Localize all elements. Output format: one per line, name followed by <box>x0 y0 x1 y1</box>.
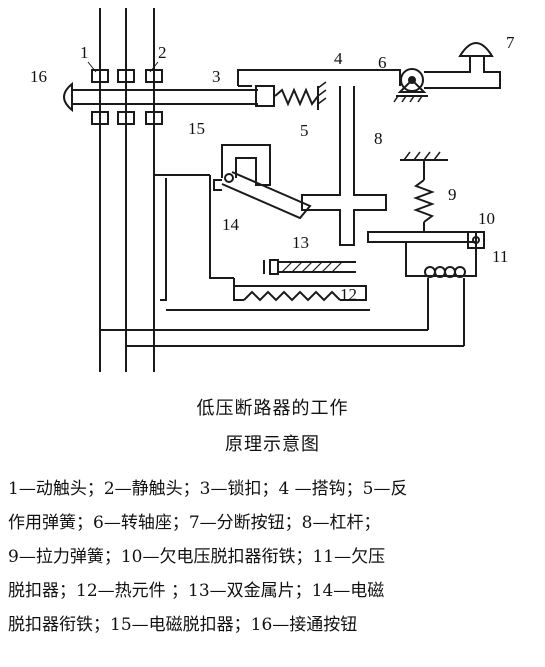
callout-labels: 1 2 3 4 5 6 7 8 9 10 11 12 13 14 15 16 <box>30 33 515 304</box>
lever <box>301 86 387 246</box>
bimetal-strip <box>269 259 279 275</box>
heater-element <box>243 290 341 302</box>
label-6: 6 <box>378 53 387 72</box>
heater-loop <box>233 278 244 301</box>
label-14: 14 <box>222 215 240 234</box>
undervoltage-armature <box>367 231 477 243</box>
label-3: 3 <box>212 67 221 86</box>
label-4: 4 <box>334 49 343 68</box>
label-2: 2 <box>158 43 167 62</box>
caption-line-1: 低压断路器的工作 <box>196 398 349 419</box>
undervoltage-release <box>405 232 477 277</box>
tension-spring <box>413 179 435 223</box>
legend-line: 1—动触头；2—静触头；3—锁扣；4 —搭钩；5—反 <box>8 479 408 499</box>
trip-button <box>458 42 494 57</box>
caption-line-2: 原理示意图 <box>225 434 320 455</box>
label-8: 8 <box>374 129 383 148</box>
label-5: 5 <box>300 121 309 140</box>
legend-line: 作用弹簧；6—转轴座；7—分断按钮；8—杠杆； <box>8 513 381 533</box>
close-button <box>63 81 73 113</box>
reaction-spring <box>274 87 319 107</box>
legend-line: 脱扣器；12—热元件 ；13—双金属片；14—电磁 <box>8 581 385 601</box>
legend-line: 脱扣器衔铁；15—电磁脱扣器；16—接通按钮 <box>8 615 358 635</box>
label-10: 10 <box>478 209 495 228</box>
label-9: 9 <box>448 185 457 204</box>
label-7: 7 <box>506 33 515 52</box>
static-contacts <box>99 69 163 125</box>
label-15: 15 <box>188 119 205 138</box>
label-13: 13 <box>292 233 309 252</box>
legend-line: 9—拉力弹簧；10—欠电压脱扣器衔铁；11—欠压 <box>8 547 386 567</box>
label-1: 1 <box>80 43 89 62</box>
hook <box>237 69 401 86</box>
label-16: 16 <box>30 67 47 86</box>
label-11: 11 <box>492 247 508 266</box>
legend: 1—动触头；2—静触头；3—锁扣；4 —搭钩；5—反 作用弹簧；6—转轴座；7—… <box>8 472 538 642</box>
circuit-breaker-diagram: 1 2 3 4 5 6 7 8 9 10 11 12 13 14 15 16 <box>30 8 515 372</box>
moving-contacts <box>91 69 155 125</box>
coil <box>424 266 466 278</box>
label-12: 12 <box>340 285 357 304</box>
